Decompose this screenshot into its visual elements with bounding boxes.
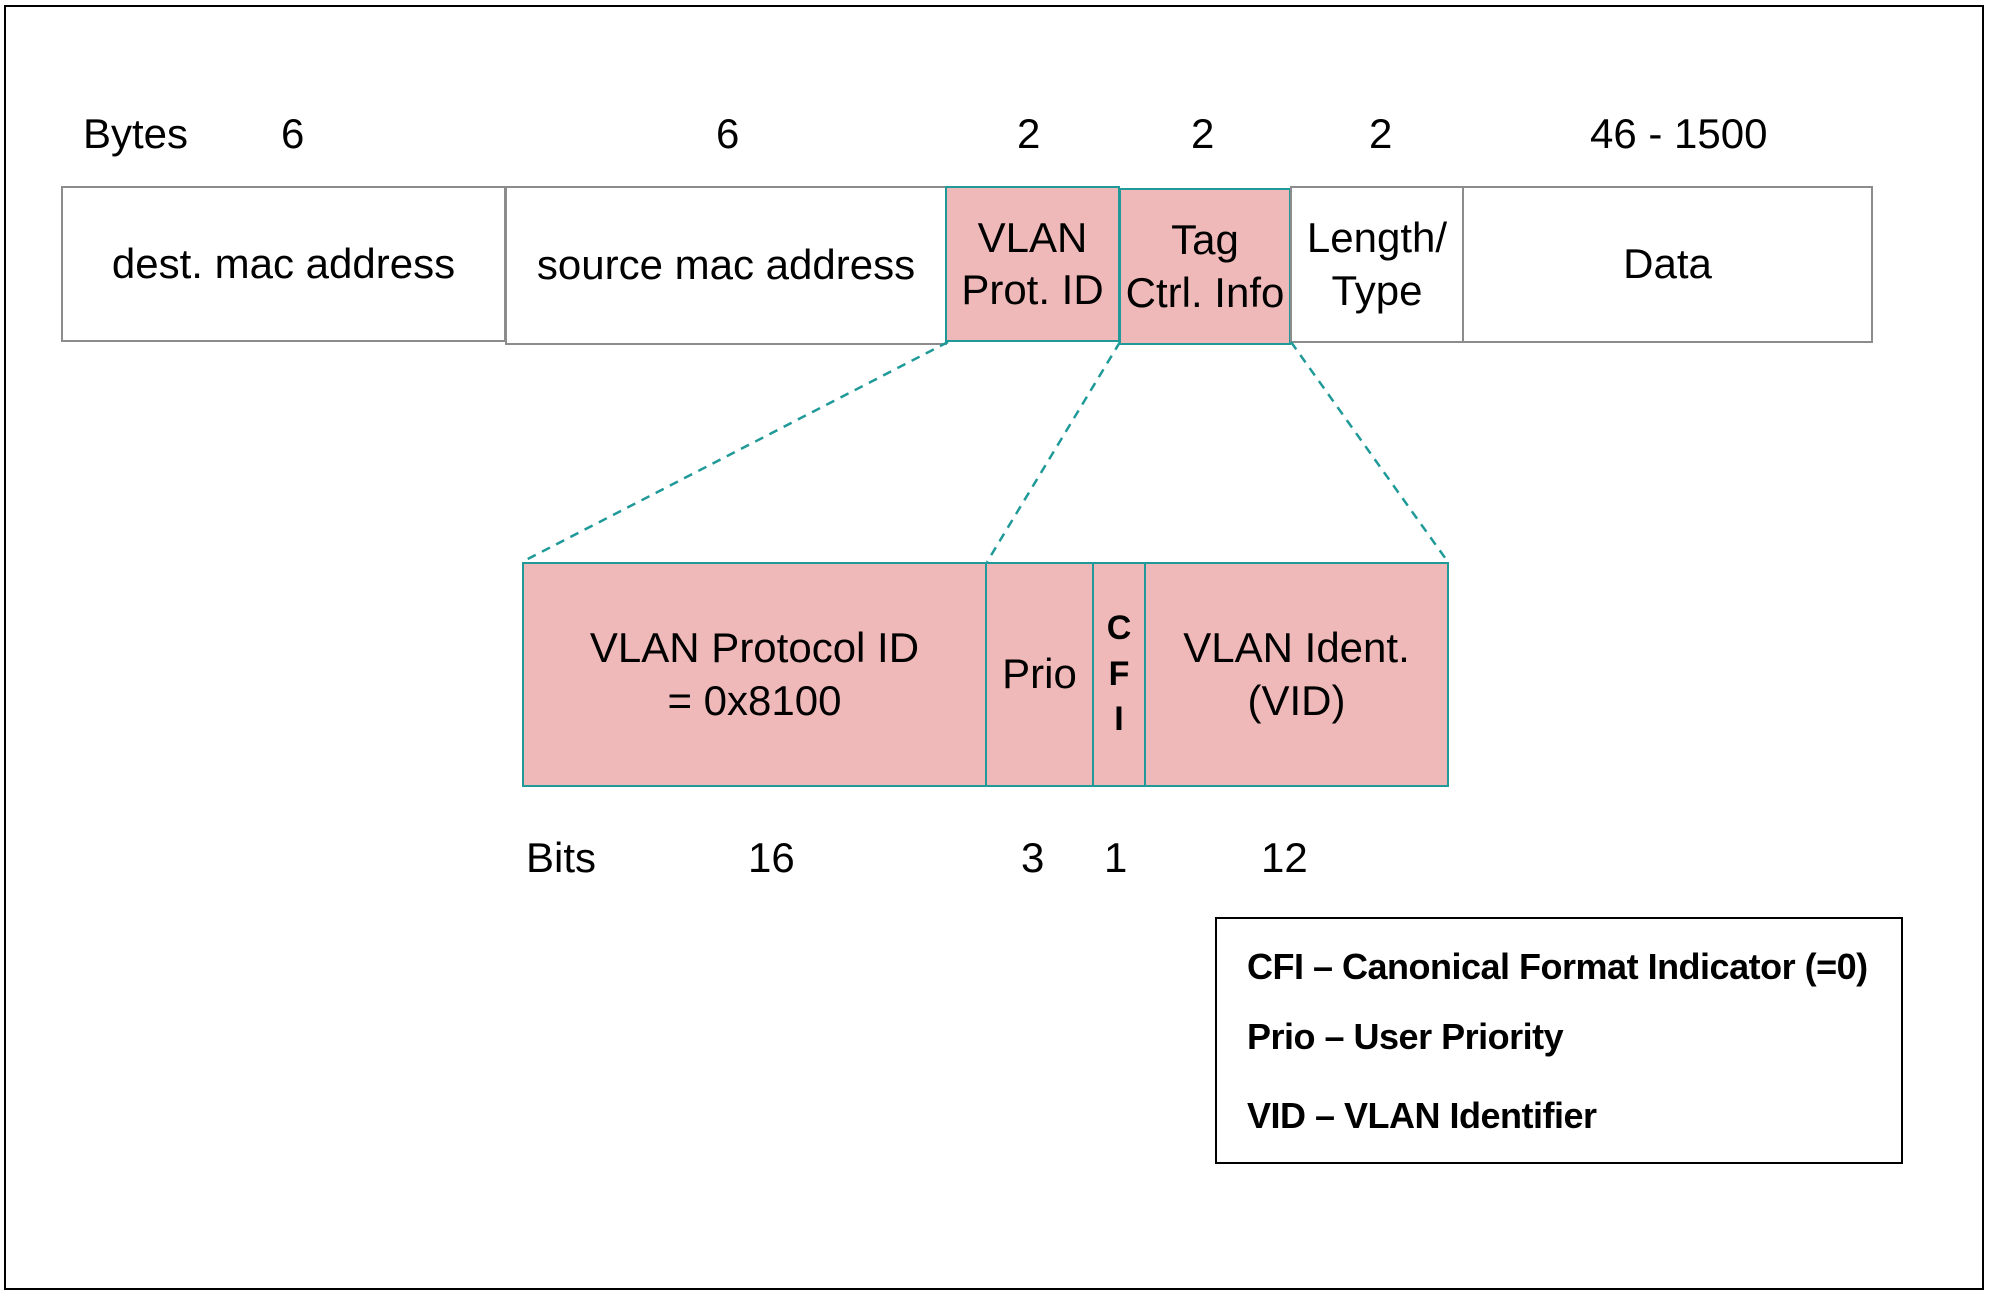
field-data-label: Data [1623, 240, 1712, 288]
tag-vlan-ident-label: VLAN Ident. (VID) [1183, 624, 1410, 724]
diagram-frame [4, 5, 1984, 1290]
field-length-type: Length/ Type [1290, 186, 1464, 343]
connector-right [1289, 341, 1450, 563]
connector-middle [985, 341, 1122, 563]
size-data: 46 - 1500 [1590, 110, 1768, 157]
legend-item-vid: VID – VLAN Identifier [1247, 1095, 1597, 1136]
legend-item-cfi: CFI – Canonical Format Indicator (=0) [1247, 946, 1868, 987]
tag-vlan-protocol-id: VLAN Protocol ID = 0x8100 [522, 562, 987, 787]
tag-cfi: C F I [1092, 562, 1146, 787]
size-tag-ctrl-info: 2 [1191, 110, 1215, 157]
field-length-type-label: Length/ Type [1306, 214, 1448, 314]
field-source-mac: source mac address [505, 186, 947, 345]
tag-prio-label: Prio [1002, 650, 1077, 698]
field-vlan-prot-id-label: VLAN Prot. ID [961, 213, 1104, 314]
size-source-mac: 6 [716, 110, 740, 157]
bits-label: Bits [526, 834, 597, 881]
tag-vlan-protocol-id-label: VLAN Protocol ID = 0x8100 [589, 624, 920, 724]
tag-prio: Prio [985, 562, 1094, 787]
tag-cfi-label: C F I [1106, 608, 1132, 739]
field-tag-ctrl-info: Tag Ctrl. Info [1119, 188, 1291, 345]
size-vlan-prot-id: 2 [1017, 110, 1041, 157]
legend-item-prio: Prio – User Priority [1247, 1016, 1564, 1057]
field-dest-mac-label: dest. mac address [111, 239, 456, 287]
field-vlan-prot-id: VLAN Prot. ID [945, 186, 1120, 342]
field-source-mac-label: source mac address [536, 241, 916, 289]
size-dest-mac: 6 [281, 110, 305, 157]
field-data: Data [1462, 186, 1873, 343]
field-tag-ctrl-info-label: Tag Ctrl. Info [1125, 216, 1285, 316]
tag-vlan-ident: VLAN Ident. (VID) [1144, 562, 1449, 787]
legend-box: CFI – Canonical Format Indicator (=0) Pr… [1215, 917, 1903, 1164]
bits-cfi: 1 [1104, 834, 1128, 881]
connector-left [521, 340, 949, 564]
field-dest-mac: dest. mac address [61, 186, 506, 342]
bits-vlan-protocol-id: 16 [748, 834, 795, 881]
size-length-type: 2 [1369, 110, 1393, 157]
bytes-label: Bytes [83, 110, 189, 157]
bits-vlan-ident: 12 [1261, 834, 1308, 881]
bits-prio: 3 [1021, 834, 1045, 881]
